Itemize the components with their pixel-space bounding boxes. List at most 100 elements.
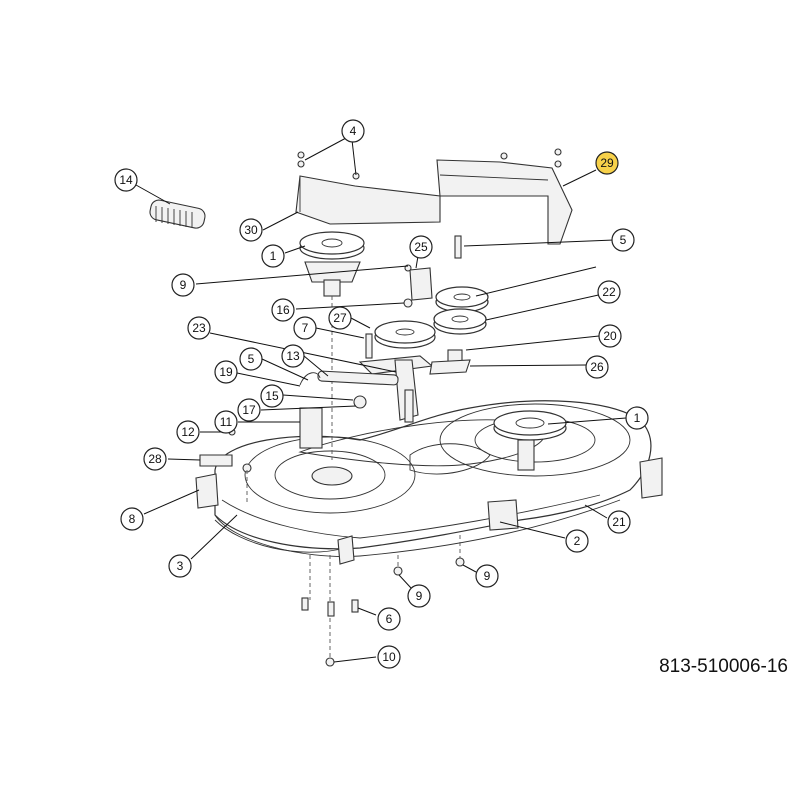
callout-26[interactable]: 26 [585, 355, 609, 379]
callout-label: 1 [270, 249, 277, 263]
callout-circle [120, 507, 144, 531]
callout-circle [607, 510, 631, 534]
callout-label: 2 [574, 534, 581, 548]
callout-label: 16 [276, 303, 290, 317]
leader-lines [135, 137, 627, 663]
callout-circle [176, 420, 200, 444]
hardware [199, 148, 562, 667]
callout-circle [377, 645, 401, 669]
callout-circle [341, 119, 365, 143]
callout-29[interactable]: 29 [595, 151, 619, 175]
callout-circle [237, 398, 261, 422]
callout-label: 13 [286, 349, 300, 363]
callout-circle [261, 244, 285, 268]
callout-circle [214, 360, 238, 384]
callout-label: 14 [119, 173, 133, 187]
callout-circle [171, 273, 195, 297]
callout-9-lower-right[interactable]: 9 [475, 564, 499, 588]
callout-label: 8 [129, 512, 136, 526]
callout-1-deck[interactable]: 1 [625, 406, 649, 430]
callout-circle [293, 316, 317, 340]
callout-label: 12 [181, 425, 195, 439]
callout-21[interactable]: 21 [607, 510, 631, 534]
callout-label: 22 [602, 285, 616, 299]
belt-cover-left [295, 175, 441, 225]
callout-circle [407, 584, 431, 608]
callout-circle [260, 384, 284, 408]
callout-label: 26 [590, 360, 604, 374]
callout-label: 4 [350, 124, 357, 138]
callout-12[interactable]: 12 [176, 420, 200, 444]
callout-label: 28 [148, 452, 162, 466]
callout-circle [611, 228, 635, 252]
mower-deck [195, 400, 663, 565]
spring-14 [149, 199, 206, 229]
callout-label: 23 [192, 321, 206, 335]
callout-label: 20 [603, 329, 617, 343]
callout-20[interactable]: 20 [598, 324, 622, 348]
callout-circle [475, 564, 499, 588]
callout-circle [597, 280, 621, 304]
idler-pulley-flat [374, 320, 436, 349]
callout-label: 10 [382, 650, 396, 664]
drawing-number: 813-510006-16 [659, 656, 788, 677]
callout-19[interactable]: 19 [214, 360, 238, 384]
callout-label: 5 [620, 233, 627, 247]
spring-13 [299, 370, 399, 386]
callout-circle [168, 554, 192, 578]
callout-label: 17 [242, 403, 256, 417]
callout-circle [328, 306, 352, 330]
callout-4[interactable]: 4 [341, 119, 365, 143]
idler-pulley-upper [435, 286, 489, 313]
bracket-25 [409, 267, 433, 301]
callout-13[interactable]: 13 [281, 344, 305, 368]
callout-label: 15 [265, 389, 279, 403]
callout-5-mid[interactable]: 5 [239, 347, 263, 371]
callout-label: 30 [244, 223, 258, 237]
callout-circle [114, 168, 138, 192]
callout-circle [377, 607, 401, 631]
callout-circle [281, 344, 305, 368]
callout-30[interactable]: 30 [239, 218, 263, 242]
callout-label: 25 [414, 240, 428, 254]
callout-15[interactable]: 15 [260, 384, 284, 408]
callout-label: 27 [333, 311, 347, 325]
bracket-26 [429, 359, 471, 375]
callouts: 4 14 29 30 5 1 25 9 22 16 7 27 23 20 5 1… [114, 119, 649, 669]
callout-27[interactable]: 27 [328, 306, 352, 330]
callout-16[interactable]: 16 [271, 298, 295, 322]
callout-6[interactable]: 6 [377, 607, 401, 631]
callout-label: 5 [248, 352, 255, 366]
callout-label: 19 [219, 365, 233, 379]
callout-25[interactable]: 25 [409, 235, 433, 259]
callout-label: 9 [180, 278, 187, 292]
callout-22[interactable]: 22 [597, 280, 621, 304]
callout-label: 1 [634, 411, 641, 425]
callout-7[interactable]: 7 [293, 316, 317, 340]
callout-23[interactable]: 23 [187, 316, 211, 340]
callout-label: 29 [600, 156, 614, 170]
callout-circle [565, 529, 589, 553]
callout-circle [187, 316, 211, 340]
callout-circle [598, 324, 622, 348]
callout-circle [143, 447, 167, 471]
callout-1-top[interactable]: 1 [261, 244, 285, 268]
callout-9-top[interactable]: 9 [171, 273, 195, 297]
callout-17[interactable]: 17 [237, 398, 261, 422]
callout-5-top[interactable]: 5 [611, 228, 635, 252]
callout-label: 7 [302, 321, 309, 335]
callout-8[interactable]: 8 [120, 507, 144, 531]
idler-arm [358, 355, 434, 421]
callout-label: 11 [220, 415, 233, 429]
belt-cover-right [436, 159, 573, 245]
callout-9-lower-center[interactable]: 9 [407, 584, 431, 608]
callout-11[interactable]: 11 [214, 410, 238, 434]
idler-pulley-lower [433, 308, 487, 335]
callout-3[interactable]: 3 [168, 554, 192, 578]
callout-28[interactable]: 28 [143, 447, 167, 471]
callout-10[interactable]: 10 [377, 645, 401, 669]
callout-14[interactable]: 14 [114, 168, 138, 192]
callout-circle [239, 347, 263, 371]
callout-2[interactable]: 2 [565, 529, 589, 553]
